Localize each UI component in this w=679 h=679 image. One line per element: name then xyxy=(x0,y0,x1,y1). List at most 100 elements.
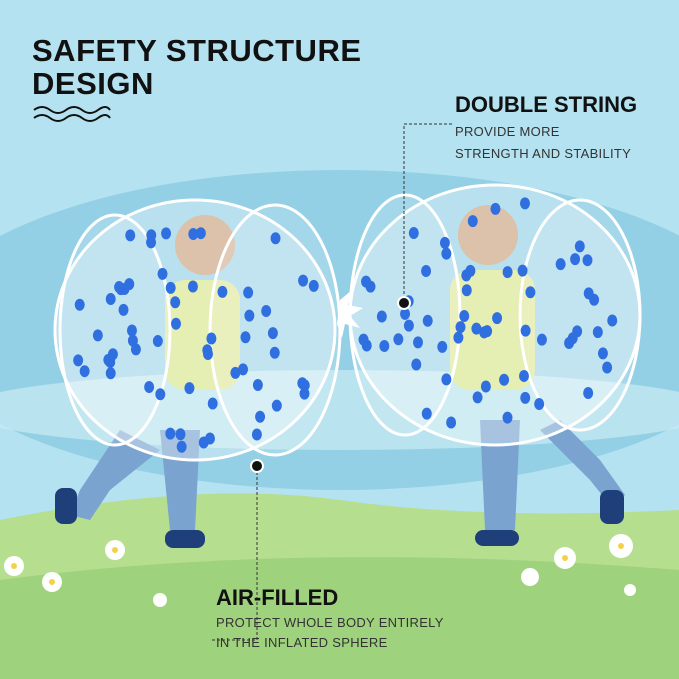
anchor-dot xyxy=(453,331,464,344)
anchor-dot xyxy=(441,247,452,260)
anchor-dot xyxy=(479,326,490,339)
anchor-dot xyxy=(105,292,116,305)
anchor-dot xyxy=(144,380,155,393)
anchor-dot xyxy=(502,266,513,279)
anchor-dot xyxy=(408,226,419,239)
anchor-dot xyxy=(184,382,195,395)
anchor-dot xyxy=(92,329,103,342)
anchor-dot xyxy=(472,391,483,404)
child-left xyxy=(55,215,240,548)
anchor-dot xyxy=(361,275,372,288)
anchor-dot xyxy=(607,314,618,327)
anchor-dot xyxy=(441,373,452,386)
page-title: SAFETY STRUCTURE DESIGN xyxy=(32,34,362,100)
anchor-dot xyxy=(583,287,594,300)
anchor-dot xyxy=(118,303,129,316)
anchor-dot xyxy=(446,416,457,429)
callout-text: STRENGTH AND STABILITY xyxy=(455,146,632,161)
anchor-dot xyxy=(161,227,172,240)
anchor-dot xyxy=(411,358,422,371)
anchor-dot xyxy=(400,307,411,320)
anchor-dot xyxy=(499,373,510,386)
anchor-dot xyxy=(207,397,218,410)
title-line-1: SAFETY STRUCTURE xyxy=(32,33,362,68)
anchor-dot xyxy=(240,331,251,344)
anchor-dot xyxy=(555,258,566,271)
anchor-dot xyxy=(536,333,547,346)
callout-text: PROTECT WHOLE BODY ENTIRELY xyxy=(216,615,444,630)
anchor-dot xyxy=(602,361,613,374)
anchor-dot xyxy=(202,344,213,357)
anchor-dot xyxy=(583,387,594,400)
anchor-dot xyxy=(422,314,433,327)
anchor-dot xyxy=(126,324,137,337)
anchor-dot xyxy=(421,264,432,277)
anchor-dot xyxy=(412,336,423,349)
anchor-dot xyxy=(155,388,166,401)
anchor-dot xyxy=(124,278,135,291)
callout-heading: DOUBLE STRING xyxy=(455,92,638,117)
anchor-dot xyxy=(520,391,531,404)
anchor-dot xyxy=(270,232,281,245)
bubble-left xyxy=(53,198,342,462)
anchor-dot xyxy=(79,365,90,378)
anchor-dot xyxy=(238,363,249,376)
anchor-dot xyxy=(459,310,470,323)
anchor-dot xyxy=(490,202,501,215)
anchor-dot xyxy=(217,285,228,298)
anchor-dot xyxy=(574,240,585,253)
flowers xyxy=(4,534,636,607)
callout-text: PROVIDE MORE xyxy=(455,124,560,139)
anchor-dot xyxy=(358,333,369,346)
anchor-dot xyxy=(187,280,198,293)
impact-spark xyxy=(337,290,363,338)
anchor-dot xyxy=(519,197,530,210)
anchor-dot xyxy=(261,304,272,317)
anchor-dot xyxy=(165,281,176,294)
anchor-dot xyxy=(480,380,491,393)
callout-text: IN THE INFLATED SPHERE xyxy=(216,635,388,650)
anchor-dot xyxy=(592,326,603,339)
anchor-dot xyxy=(114,281,125,294)
anchor-dot xyxy=(455,321,466,334)
anchor-dot xyxy=(298,274,309,287)
anchor-dot xyxy=(437,340,448,353)
anchor-dot xyxy=(492,312,503,325)
child-right xyxy=(450,205,625,546)
anchor-dot xyxy=(152,335,163,348)
anchor-dot xyxy=(230,366,241,379)
anchor-dot xyxy=(570,253,581,266)
anchor-dot xyxy=(471,322,482,335)
anchor-dot xyxy=(308,279,319,292)
anchor-dot xyxy=(520,324,531,337)
anchor-dot xyxy=(146,229,157,242)
anchor-dot xyxy=(176,440,187,453)
anchor-dot xyxy=(269,346,280,359)
anchor-dot xyxy=(73,354,84,367)
anchor-dot xyxy=(376,310,387,323)
anchor-dot xyxy=(170,296,181,309)
callout-air-filled: AIR-FILLED PROTECT WHOLE BODY ENTIRELY I… xyxy=(216,585,444,651)
anchor-dot xyxy=(439,236,450,249)
anchor-dot xyxy=(525,286,536,299)
anchor-dot xyxy=(206,332,217,345)
anchor-dot xyxy=(195,227,206,240)
anchor-dot xyxy=(379,340,390,353)
callout-double-string: DOUBLE STRING PROVIDE MORE STRENGTH AND … xyxy=(455,92,637,162)
anchor-dot xyxy=(188,227,199,240)
anchor-dot xyxy=(127,334,138,347)
anchor-dot xyxy=(597,347,608,360)
anchor-dot xyxy=(255,410,266,423)
anchor-dot xyxy=(502,411,513,424)
bubble-anchor-dots xyxy=(73,197,618,453)
anchor-dot xyxy=(125,229,136,242)
anchor-dot xyxy=(271,399,282,412)
callout-heading: AIR-FILLED xyxy=(216,585,339,610)
anchor-dot xyxy=(251,428,262,441)
anchor-dot xyxy=(244,309,255,322)
anchor-dot xyxy=(517,264,528,277)
anchor-dot xyxy=(243,286,254,299)
anchor-dot xyxy=(299,387,310,400)
callout-marker-double-string xyxy=(397,296,411,310)
